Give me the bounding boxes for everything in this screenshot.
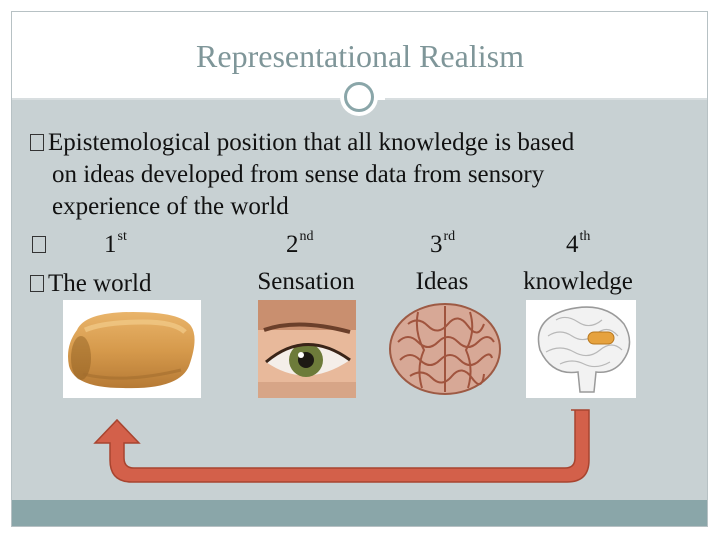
bullet-box-icon — [30, 275, 44, 292]
label-the-world: The world — [30, 268, 151, 299]
slide-title: Representational Realism — [196, 38, 524, 74]
eye-icon — [258, 300, 356, 398]
bullet-epistemology-line3: experience of the world — [52, 193, 289, 220]
ordinal-second: 2nd — [286, 229, 314, 258]
bullet-box-icon — [30, 134, 44, 151]
slide-frame — [11, 11, 708, 527]
bullet-box-icon — [32, 236, 46, 253]
label-sensation: Sensation — [257, 268, 355, 295]
ordinal-fourth: 4th — [566, 229, 591, 258]
brain-with-twinkie-icon — [526, 300, 636, 398]
title-divider-right — [385, 98, 707, 100]
brain-icon — [389, 303, 501, 395]
bullet-epistemology-line2: on ideas developed from sense data from … — [52, 161, 545, 188]
bullet-text-line1: Epistemological position that all knowle… — [48, 129, 575, 156]
ordinal-first: 1st — [104, 229, 127, 258]
ordinal-third: 3rd — [430, 229, 456, 258]
label-knowledge: knowledge — [523, 268, 633, 295]
title-divider-left — [12, 98, 342, 100]
label-ideas: Ideas — [415, 268, 469, 295]
twinkie-cake-icon — [63, 300, 201, 398]
circle-ornament-icon — [340, 78, 378, 116]
footer-bar — [12, 500, 707, 526]
bullet-epistemology-line1: Epistemological position that all knowle… — [30, 127, 574, 158]
